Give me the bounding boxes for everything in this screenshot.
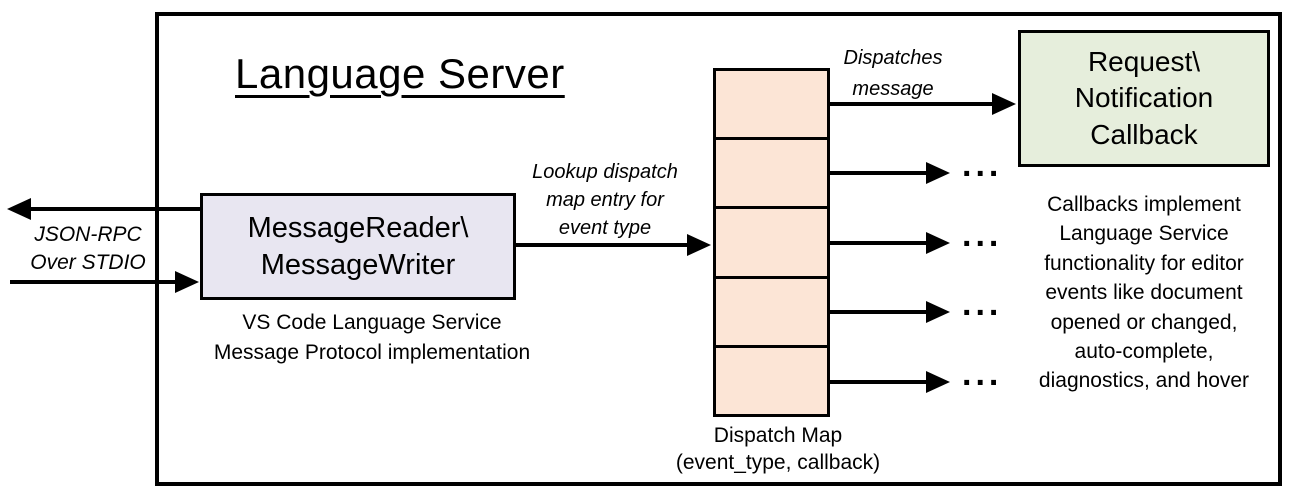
callbacks-note: Callbacks implement Language Service fun… bbox=[1038, 193, 1250, 393]
language-server-boundary bbox=[155, 12, 1282, 486]
dispatch-map-cell bbox=[716, 206, 827, 275]
dispatch-map-caption: Dispatch Map (event_type, callback) bbox=[675, 424, 881, 474]
ellipsis-row-4: ... bbox=[962, 285, 1003, 323]
reader-writer-caption: VS Code Language Service Message Protoco… bbox=[213, 311, 531, 364]
message-reader-writer-box: MessageReader\ MessageWriter bbox=[200, 193, 516, 300]
dispatch-map-cell bbox=[716, 275, 827, 345]
json-rpc-stdio-label: JSON-RPC Over STDIO bbox=[30, 223, 146, 274]
dispatch-map-cell bbox=[716, 344, 827, 414]
lookup-dispatch-label: Lookup dispatch map entry for event type bbox=[532, 161, 678, 239]
ellipsis-row-5: ... bbox=[962, 355, 1003, 393]
dispatches-message-label: Dispatches message bbox=[843, 47, 943, 100]
ellipsis-row-3: ... bbox=[962, 216, 1003, 254]
dispatch-map-cell bbox=[716, 71, 827, 137]
diagram-title: Language Server bbox=[235, 50, 565, 97]
dispatch-map-cell bbox=[716, 137, 827, 206]
dispatch-map bbox=[713, 68, 830, 417]
request-notification-callback-box: Request\ Notification Callback bbox=[1018, 30, 1270, 167]
ellipsis-row-2: ... bbox=[962, 146, 1003, 184]
